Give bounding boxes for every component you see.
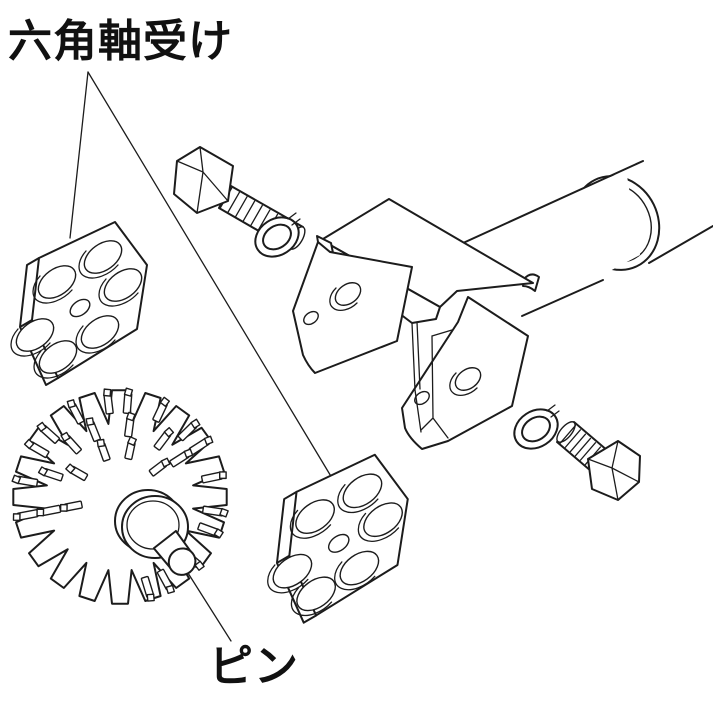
hex-shaft-bearing-left bbox=[9, 221, 149, 386]
roller-silhouette bbox=[13, 390, 226, 603]
roller-pegs bbox=[12, 388, 228, 602]
hex-shaft-bearing-right bbox=[266, 453, 410, 624]
bolt-head bbox=[174, 147, 233, 213]
bearing-callout-label: 六角軸受け bbox=[8, 16, 233, 67]
leader-pin bbox=[181, 562, 231, 641]
shaft-tube bbox=[428, 161, 713, 316]
bracket-right-flange bbox=[402, 297, 528, 449]
leader-bearing-right bbox=[88, 72, 332, 478]
spiked-roller bbox=[12, 388, 228, 604]
roller-pin bbox=[154, 531, 201, 581]
spring-washer-bottom bbox=[507, 401, 565, 456]
pin-callout-label: ピン bbox=[209, 641, 299, 692]
spring-washer-top bbox=[248, 209, 306, 264]
leader-lines bbox=[70, 72, 332, 641]
leader-bearing-left bbox=[70, 72, 88, 238]
bracket-left-flange bbox=[293, 236, 412, 373]
mounting-bracket bbox=[293, 199, 539, 449]
hex-bolt-bottom bbox=[554, 419, 640, 500]
